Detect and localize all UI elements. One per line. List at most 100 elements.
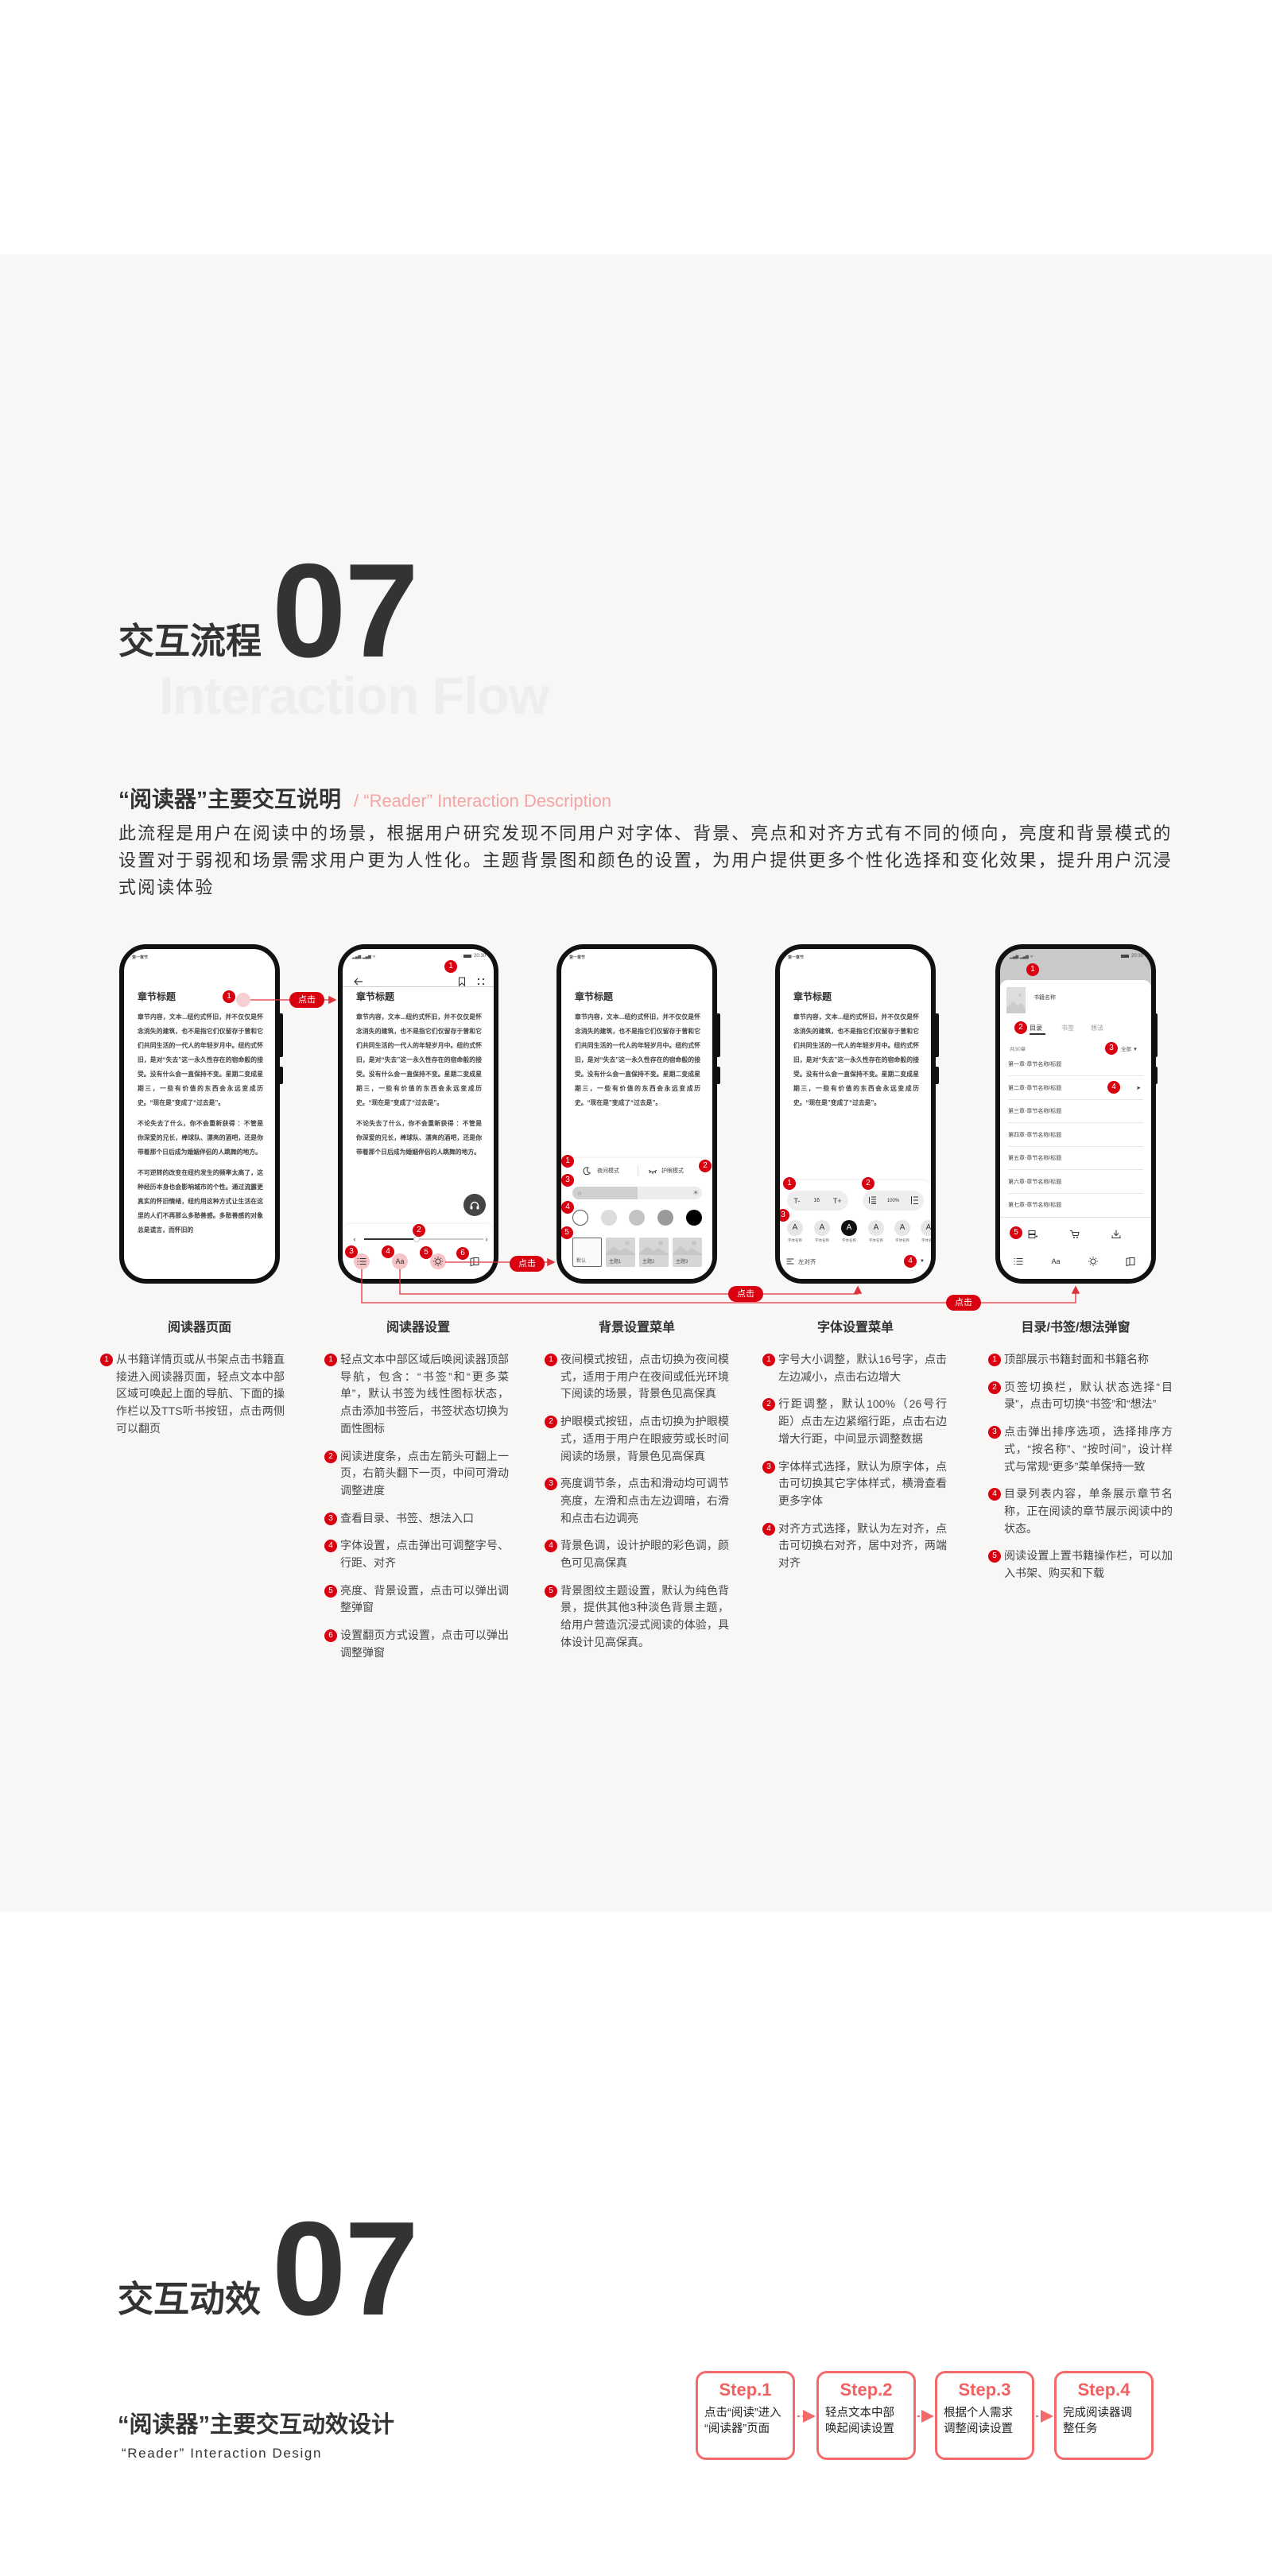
annotation-badge: 2 [762, 1398, 775, 1412]
phone-side-button [1154, 1013, 1158, 1057]
theme-tile[interactable]: 主题1 [606, 1238, 635, 1267]
page-turn-book-icon[interactable] [470, 1257, 479, 1267]
bg-color-swatch[interactable] [686, 1210, 702, 1226]
theme-tile[interactable]: 默认 [572, 1238, 602, 1267]
tab-notes[interactable]: 想法 [1091, 1025, 1103, 1032]
sort-dropdown[interactable]: 全部 ▼ [1121, 1047, 1138, 1052]
font-settings-icon[interactable]: Aa [395, 1257, 405, 1265]
bg-color-swatch[interactable] [572, 1210, 588, 1226]
step-text: 点击“阅读”进入 “阅读器”页面 [704, 2407, 781, 2435]
theme-image-icon [606, 1241, 635, 1255]
more-menu-icon[interactable] [477, 978, 485, 986]
divider [1008, 1192, 1143, 1194]
chapter-list-item[interactable]: 第四章-章节名称/标题 [1008, 1132, 1062, 1138]
eye-closed-icon[interactable] [648, 1169, 657, 1174]
annotation-badge: 1 [223, 990, 235, 1003]
intro-heading: “阅读器”主要交互说明 [118, 787, 342, 812]
chapter-list-item[interactable]: 第一章-章节名称/标题 [1008, 1062, 1062, 1067]
theme-tile[interactable]: 主题2 [639, 1238, 669, 1267]
step-card: Step.1 点击“阅读”进入 “阅读器”页面 [696, 2371, 795, 2460]
chapter-list-item[interactable]: 第七章-章节名称/标题 [1008, 1203, 1062, 1208]
chapter-list-item[interactable]: 第六章-章节名称/标题 [1008, 1179, 1062, 1185]
tap-label: 点击 [289, 992, 324, 1008]
align-option-button[interactable]: 左对齐 [798, 1258, 816, 1265]
step-label: Step.4 [1077, 2380, 1130, 2400]
align-left-icon[interactable] [786, 1258, 794, 1265]
cart-icon[interactable] [1070, 1230, 1080, 1239]
font-style-option[interactable]: A [841, 1220, 857, 1236]
intro-heading-row: “阅读器”主要交互说明 / “Reader” Interaction Descr… [118, 782, 611, 814]
bg-color-swatch[interactable] [657, 1210, 673, 1226]
theme-label: 主题1 [609, 1260, 622, 1265]
brightness-sun-icon[interactable] [1088, 1257, 1098, 1266]
tts-headphone-button[interactable] [463, 1194, 486, 1216]
add-to-shelf-icon[interactable] [1028, 1230, 1037, 1239]
brightness-slider[interactable]: ☼ ☀ [572, 1187, 702, 1199]
current-reading-arrow-icon: ➤ [1136, 1086, 1141, 1091]
annotation-badge: 3 [345, 1245, 358, 1258]
status-chapter: 第一章节 [569, 955, 586, 960]
divider [1008, 1098, 1143, 1100]
divider [1008, 1169, 1143, 1170]
toc-list-icon[interactable] [357, 1258, 366, 1265]
reader-body[interactable]: 章节标题章节内容，文本...纽约式怀旧，并不仅仅是怀念消失的建筑，也不是指它们仅… [356, 990, 482, 1166]
phone-side-button [1154, 1067, 1158, 1084]
chapter-list-item[interactable]: 第三章-章节名称/标题 [1008, 1109, 1062, 1114]
night-mode-button[interactable]: 夜间模式 [597, 1168, 619, 1174]
font-style-option[interactable]: A [894, 1220, 910, 1236]
annotation-badge: 2 [699, 1160, 712, 1172]
annotation-badge: 2 [545, 1416, 557, 1429]
font-style-name: 字体名称 [815, 1238, 829, 1242]
reader-body[interactable]: 章节标题章节内容，文本...纽约式怀旧，并不仅仅是怀念消失的建筑，也不是指它们仅… [138, 990, 263, 1244]
line-spacing-increase-icon[interactable] [910, 1194, 919, 1208]
section2-number: 07 [272, 2194, 419, 2343]
chapter-list-item[interactable]: 第二章-章节名称/标题 [1008, 1085, 1062, 1091]
tab-toc[interactable]: 目录 [1030, 1025, 1042, 1032]
chapter-list-item[interactable]: 第五章-章节名称/标题 [1008, 1156, 1062, 1161]
bg-color-swatch[interactable] [629, 1210, 645, 1226]
theme-image-icon [673, 1241, 702, 1255]
font-size-decrease-button[interactable]: T- [793, 1196, 801, 1205]
step-label: Step.1 [719, 2380, 772, 2400]
tab-underline [1030, 1033, 1045, 1035]
dropdown-triangle-icon[interactable]: ▼ [920, 1259, 925, 1264]
phone-side-button [280, 1067, 283, 1084]
font-style-option[interactable]: A [787, 1220, 803, 1236]
status-time: 20:30 [1130, 954, 1143, 959]
font-style-option[interactable]: A [868, 1220, 884, 1236]
bookmark-icon[interactable] [458, 977, 466, 987]
annotation-badge: 1 [324, 1354, 337, 1366]
brightness-sun-icon[interactable] [433, 1257, 443, 1266]
progress-slider[interactable] [364, 1235, 483, 1242]
eye-mode-button[interactable]: 护眼模式 [661, 1168, 684, 1174]
back-arrow-icon[interactable] [354, 978, 363, 986]
chapter-title: 章节标题 [138, 991, 176, 1002]
prev-page-chevron-icon[interactable]: ‹ [353, 1235, 356, 1243]
sort-value: 全部 [1121, 1047, 1131, 1052]
phone-side-button [717, 1067, 720, 1084]
moon-icon[interactable] [583, 1167, 591, 1176]
download-icon[interactable] [1111, 1230, 1121, 1239]
font-size-increase-button[interactable]: T+ [832, 1196, 842, 1205]
description-text: 查看目录、书签、想法入口 [340, 1511, 474, 1524]
toc-list-icon[interactable] [1014, 1258, 1023, 1265]
page-turn-book-icon[interactable] [1126, 1257, 1135, 1267]
next-page-chevron-icon[interactable]: › [485, 1235, 488, 1243]
status-time: 20:30 [473, 954, 486, 959]
tab-bookmarks[interactable]: 书签 [1061, 1025, 1074, 1032]
theme-tile[interactable]: 主题3 [673, 1238, 702, 1267]
font-style-option[interactable]: A [814, 1220, 830, 1236]
section-title-en: Interaction Flow [159, 666, 549, 725]
annotation-badge: 4 [988, 1488, 1001, 1501]
theme-label: 主题3 [676, 1260, 688, 1265]
description-text: 从书籍详情页或从书架点击书籍直接进入阅读器页面，轻点文本中部区域可唤起上面的导航… [116, 1353, 285, 1435]
font-style-option[interactable]: A [921, 1220, 931, 1236]
font-settings-icon[interactable]: Aa [1051, 1257, 1061, 1265]
bg-color-swatch[interactable] [601, 1210, 617, 1226]
line-spacing-decrease-icon[interactable] [868, 1194, 876, 1208]
